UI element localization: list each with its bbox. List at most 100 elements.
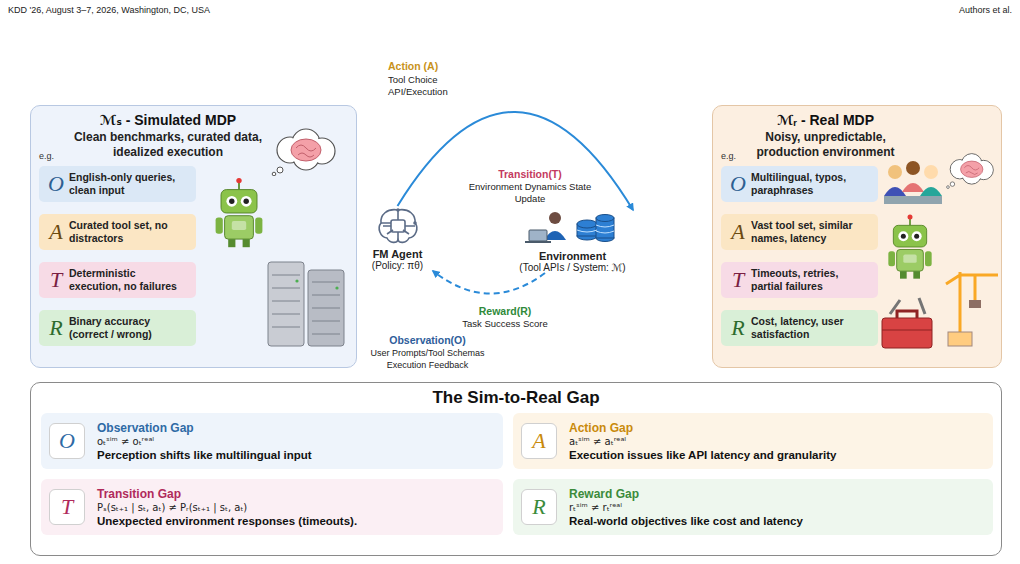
environment-node: Environment(Tool APIs / System: ℳ)	[500, 210, 645, 273]
agent-node: FM Agent(Policy: πθ)	[350, 206, 445, 271]
node-title: Environment	[500, 250, 645, 262]
symbol-letter: A	[521, 423, 557, 459]
gap-formula: oₜˢⁱᵐ ≠ oₜʳᵉᵃˡ	[97, 435, 312, 448]
people-group	[884, 161, 942, 204]
crane	[969, 300, 981, 308]
card-text: Observation Gapoₜˢⁱᵐ ≠ oₜʳᵉᵃˡPerception …	[97, 421, 312, 462]
illustration	[216, 178, 263, 247]
environment-icon	[500, 210, 645, 248]
gap-formula: aₜˢⁱᵐ ≠ aₜʳᵉᵃˡ	[569, 435, 836, 448]
agent-icon	[379, 210, 417, 243]
toolbox	[897, 311, 917, 318]
environment-icon	[525, 241, 551, 243]
symbol-letter: T	[725, 267, 751, 293]
agent-icon	[379, 210, 417, 243]
toolbox	[882, 330, 932, 331]
transition-gap-card: T Transition GapPₛ(sₜ₊₁ | sₜ, aₜ) ≠ Pᵣ(sₜ…	[41, 479, 503, 535]
gap-description: Execution issues like API latency and gr…	[569, 448, 836, 462]
box-text: Cost, latency, user satisfaction	[751, 315, 872, 341]
people-group	[884, 196, 942, 204]
server-rack	[268, 262, 344, 346]
agent-icon	[413, 221, 417, 225]
annotation-label: Authors et al.	[880, 4, 1012, 16]
node-subtitle: (Policy: πθ)	[350, 260, 445, 271]
annotation-label: KDD '26, August 3–7, 2026, Washington, D…	[8, 4, 408, 16]
real-panel: ℳᵣ - Real MDP Noisy, unpredictable, produ…	[712, 105, 1002, 368]
box-text: Curated tool set, no distractors	[69, 219, 190, 245]
agent-icon	[381, 210, 415, 240]
node-title: FM Agent	[350, 248, 445, 260]
environment-icon	[577, 220, 597, 228]
annotation-label: Reward(R)	[445, 305, 565, 317]
panel-title: ℳᵣ - Real MDP	[738, 112, 913, 128]
annotation-label: User Prompts/Tool Schemas Execution Feed…	[360, 347, 495, 371]
toolbox	[890, 298, 925, 314]
illustration	[947, 154, 994, 189]
annotation-label: Environment Dynamics State Update	[468, 181, 592, 205]
section-title: The Sim-to-Real Gap	[31, 388, 1001, 408]
symbol-letter: A	[43, 219, 69, 245]
symbol-letter: A	[725, 219, 751, 245]
symbol-letter: R	[521, 489, 557, 525]
people-group	[920, 187, 942, 196]
annotation-label: Task Success Score	[445, 318, 565, 330]
panel-title: ℳₛ - Simulated MDP	[58, 112, 278, 128]
box-text: English-only queries, clean input	[69, 171, 190, 197]
illustration	[272, 129, 335, 176]
example-tag: e.g.	[721, 151, 736, 161]
illustration	[713, 106, 1002, 368]
gap-heading: Reward Gap	[569, 487, 803, 501]
box-text: Vast tool set, similar names, latency	[751, 219, 872, 245]
real-transition-box: TTimeouts, retries, partial failures	[721, 262, 878, 298]
people-group	[902, 183, 924, 192]
box-text: Multilingual, typos, paraphrases	[751, 171, 872, 197]
people-group	[888, 165, 902, 179]
panel-subtitle: Clean benchmarks, curated data, idealize…	[58, 130, 278, 160]
sim-panel: ℳₛ - Simulated MDP Clean benchmarks, cura…	[30, 105, 357, 368]
gap-description: Perception shifts like multilingual inpu…	[97, 448, 312, 462]
crane	[948, 332, 972, 346]
annotation-label: Action (A)	[388, 60, 478, 72]
real-action-box: AVast tool set, similar names, latency	[721, 214, 878, 250]
flow-arrow	[398, 112, 634, 210]
people-group	[906, 161, 920, 175]
sim-action-box: ACurated tool set, no distractors	[39, 214, 196, 250]
panel-subtitle: Noisy, unpredictable, production environ…	[738, 130, 913, 160]
agent-icon	[350, 206, 445, 246]
gap-description: Unexpected environment responses (timeou…	[97, 514, 357, 528]
reward-gap-card: RReward Gaprₜˢⁱᵐ ≠ rₜʳᵉᵃˡReal-world obje…	[513, 479, 993, 535]
agent-icon	[396, 208, 400, 212]
server-rack	[335, 286, 338, 289]
environment-icon	[596, 215, 614, 222]
panel-header: ℳₛ - Simulated MDP Clean benchmarks, cura…	[58, 112, 278, 160]
annotation-label: Observation(O)	[360, 334, 495, 346]
crane	[946, 272, 998, 346]
action-gap-card: A Action Gapaₜˢⁱᵐ ≠ aₜʳᵉᵃˡExecution issue…	[513, 413, 993, 469]
card-text: Transition GapPₛ(sₜ₊₁ | sₜ, aₜ) ≠ Pᵣ(sₜ₊…	[97, 487, 357, 528]
toolbox	[882, 318, 932, 348]
crane	[946, 272, 998, 345]
observation-gap-card: OObservation Gapoₜˢⁱᵐ ≠ oₜʳᵉᵃˡPerception…	[41, 413, 503, 469]
symbol-letter: T	[49, 489, 85, 525]
sim-reward-box: RBinary accuracy (correct / wrong)	[39, 310, 196, 346]
toolbox	[882, 298, 932, 348]
sim-transition-box: TDeterministic execution, no failures	[39, 262, 196, 298]
card-text: Action Gapaₜˢⁱᵐ ≠ aₜʳᵉᵃˡExecution issues…	[569, 421, 836, 462]
example-tag: e.g.	[39, 151, 54, 161]
server-rack	[272, 275, 340, 334]
annotation-label: Tool Choice API/Execution	[388, 74, 468, 98]
real-observation-box: OMultilingual, typos, paraphrases	[721, 166, 878, 202]
annotation-label: Transition(T)	[468, 168, 592, 180]
server-rack	[295, 279, 298, 282]
gap-formula: rₜˢⁱᵐ ≠ rₜʳᵉᵃˡ	[569, 501, 803, 514]
symbol-letter: O	[725, 171, 751, 197]
illustration	[31, 106, 357, 368]
panel-header: ℳᵣ - Real MDP Noisy, unpredictable, produ…	[738, 112, 913, 160]
symbol-letter: T	[43, 267, 69, 293]
environment-icon	[577, 225, 614, 233]
agent-icon	[375, 206, 421, 246]
symbol-letter: R	[725, 315, 751, 341]
people-group	[924, 165, 938, 179]
symbol-letter: O	[43, 171, 69, 197]
